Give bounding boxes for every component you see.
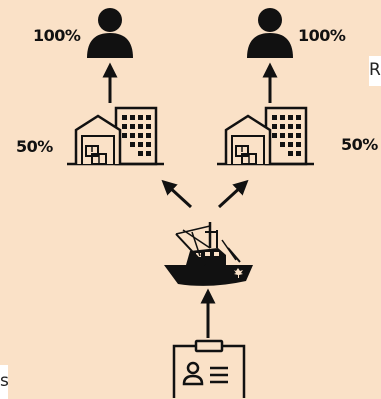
right-person-percent-label: 100% — [298, 26, 346, 45]
arrow-vessel-to-left-building — [161, 179, 193, 209]
left-person-percent-label: 100% — [33, 26, 81, 45]
edge-text-fragment-right: R — [369, 56, 381, 86]
warehouse-building-icon — [67, 106, 164, 166]
warehouse-building-icon — [217, 106, 314, 166]
licence-card-icon — [172, 339, 246, 398]
edge-fragment-right-text: R — [369, 60, 381, 80]
arrow-vessel-to-right-building — [217, 179, 249, 209]
edge-text-fragment-left: s — [0, 365, 8, 399]
right-building-percent-label: 50% — [341, 135, 378, 154]
edge-fragment-left-text: s — [0, 371, 8, 391]
left-building-percent-label: 50% — [16, 137, 53, 156]
person-icon — [247, 8, 293, 58]
person-icon — [87, 8, 133, 58]
fishing-vessel-icon — [164, 222, 253, 286]
